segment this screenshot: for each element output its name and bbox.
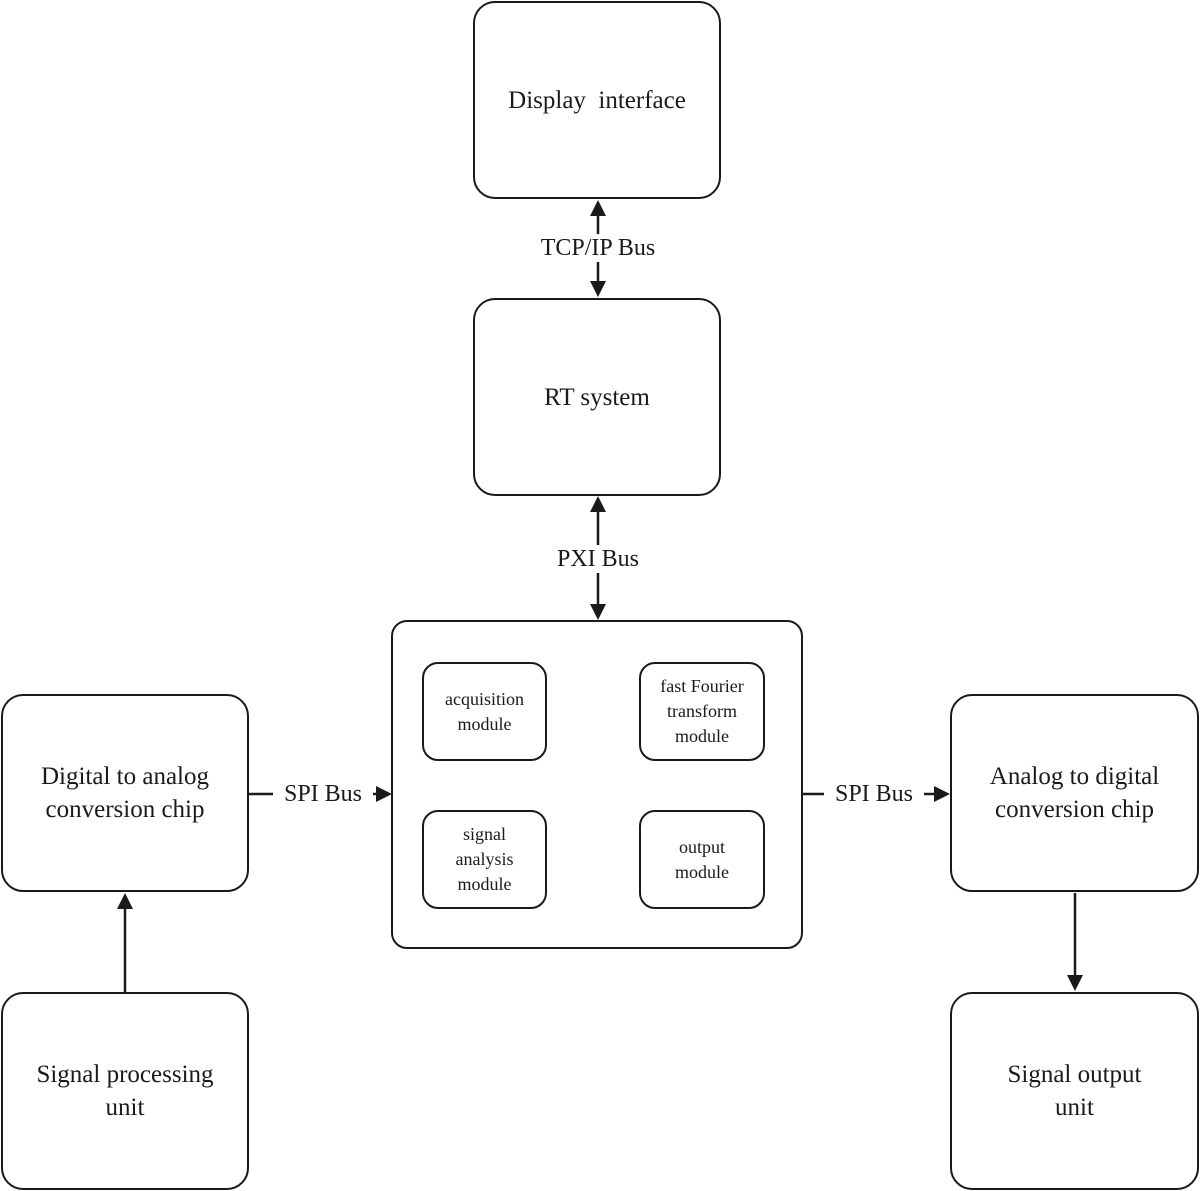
pxi-arrow-down — [590, 604, 606, 620]
rt-system-box: RT system — [473, 298, 721, 496]
dac-chip-box: Digital to analog conversion chip — [1, 694, 249, 892]
output-module-box: output module — [639, 810, 765, 909]
acquisition-module-label: acquisition module — [445, 688, 524, 734]
spi-bus-right-label: SPI Bus — [824, 780, 924, 808]
fft-module-label: fast Fourier transform module — [660, 676, 744, 746]
pxi-arrow-up — [590, 496, 606, 512]
adc-to-output-arrow — [1067, 975, 1083, 991]
processing-to-dac-arrow — [117, 893, 133, 909]
display-interface-label: Display interface — [508, 86, 686, 114]
tcpip-arrow-down — [590, 281, 606, 297]
signal-output-unit-box: Signal output unit — [950, 992, 1199, 1190]
acquisition-module-box: acquisition module — [422, 662, 547, 761]
spi-left-arrow — [376, 786, 392, 802]
display-interface-box: Display interface — [473, 1, 721, 199]
signal-output-unit-label: Signal output unit — [1007, 1061, 1142, 1121]
spi-bus-left-label: SPI Bus — [273, 780, 373, 808]
spi-right-arrow — [934, 786, 950, 802]
tcpip-bus-label: TCP/IP Bus — [528, 234, 668, 262]
rt-system-label: RT system — [544, 383, 650, 411]
pxi-bus-label: PXI Bus — [546, 545, 650, 573]
dac-chip-label: Digital to analog conversion chip — [40, 763, 210, 823]
signal-analysis-module-label: signal analysis module — [455, 824, 514, 894]
adc-chip-box: Analog to digital conversion chip — [950, 694, 1199, 892]
tcpip-arrow-up — [590, 200, 606, 216]
signal-processing-unit-box: Signal processing unit — [1, 992, 249, 1190]
output-module-label: output module — [675, 836, 729, 882]
signal-processing-unit-label: Signal processing unit — [36, 1061, 214, 1121]
signal-analysis-module-box: signal analysis module — [422, 810, 547, 909]
adc-chip-label: Analog to digital conversion chip — [989, 763, 1160, 823]
fft-module-box: fast Fourier transform module — [639, 662, 765, 761]
